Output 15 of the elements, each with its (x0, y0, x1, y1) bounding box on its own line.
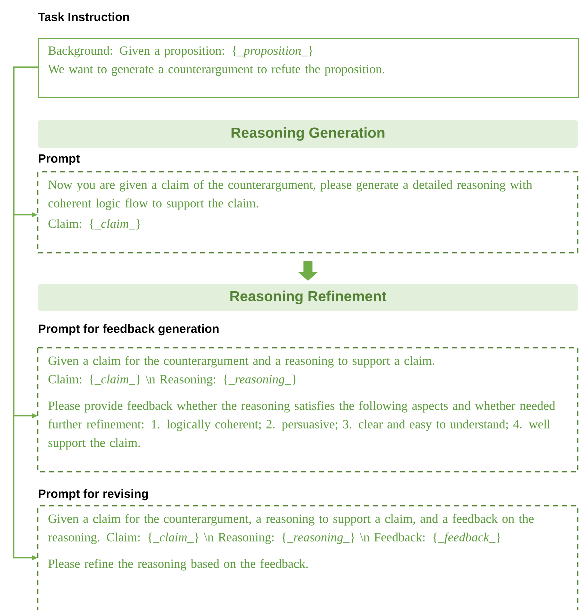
section-band: Reasoning Refinement (38, 284, 578, 312)
prompt-text: Please provide feedback whether the reasoning satisfies the following aspects and whether needed further refinement: 1. logically coherent; 2. persuasive; 3. clear and easy to understand; 4. well support the claim. (48, 401, 556, 450)
prompt-text: Background: Given a proposition: {_proposition_} (48, 46, 313, 58)
section-band: Reasoning Generation (38, 120, 578, 148)
section-heading: Prompt for revising (39, 489, 148, 501)
section-heading: Prompt for feedback generation (39, 324, 219, 336)
prompt-text: Claim: {_claim_} \n Reasoning: {_reasoning_} (48, 374, 296, 386)
prompt-text: Given a claim for the counterargument, a reasoning to support a claim, and a feedback on the reasoning. Claim: {_claim_} \n Reasoning: {_reasoning_} \n Feedback: {_feedback_} (48, 514, 534, 544)
prompt-text: Now you are given a claim of the counterargument, please generate a detailed reasoning with coherent logic flow to support the claim. (48, 180, 532, 210)
prompt-text: Claim: {_claim_} (48, 219, 140, 230)
prompt-text: Given a claim for the counterargument and a reasoning to support a claim. (48, 356, 434, 368)
section-heading: Prompt (39, 154, 80, 166)
prompt-text: Please refine the reasoning based on the feedback. (48, 559, 308, 571)
prompt-text: We want to generate a counterargument to refute the proposition. (48, 64, 384, 76)
section-heading: Task Instruction (38, 12, 130, 22)
